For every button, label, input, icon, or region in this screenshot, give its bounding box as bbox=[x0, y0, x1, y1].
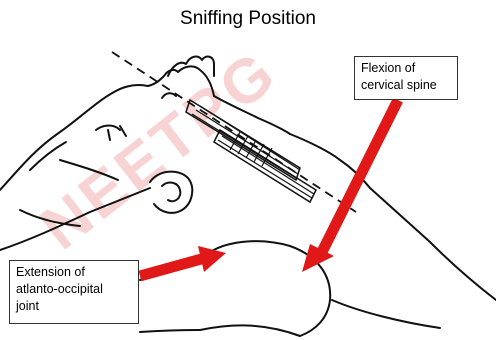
flexion-arrow-shaft bbox=[320, 100, 398, 256]
flexion-label-line-1: Flexion of bbox=[361, 60, 451, 77]
extension-label-box: Extension of atlanto-occipital joint bbox=[9, 260, 139, 324]
extension-arrow-shaft bbox=[140, 258, 205, 276]
flexion-label-box: Flexion of cervical spine bbox=[354, 56, 458, 100]
neck-front bbox=[370, 188, 496, 300]
diagram-title: Sniffing Position bbox=[0, 8, 496, 30]
extension-arrow-head bbox=[198, 246, 226, 272]
extension-label-line-1: Extension of bbox=[16, 264, 132, 281]
extension-label-line-3: joint bbox=[16, 298, 132, 315]
flexion-label-line-2: cervical spine bbox=[361, 77, 451, 94]
extension-label-line-2: atlanto-occipital bbox=[16, 281, 132, 298]
